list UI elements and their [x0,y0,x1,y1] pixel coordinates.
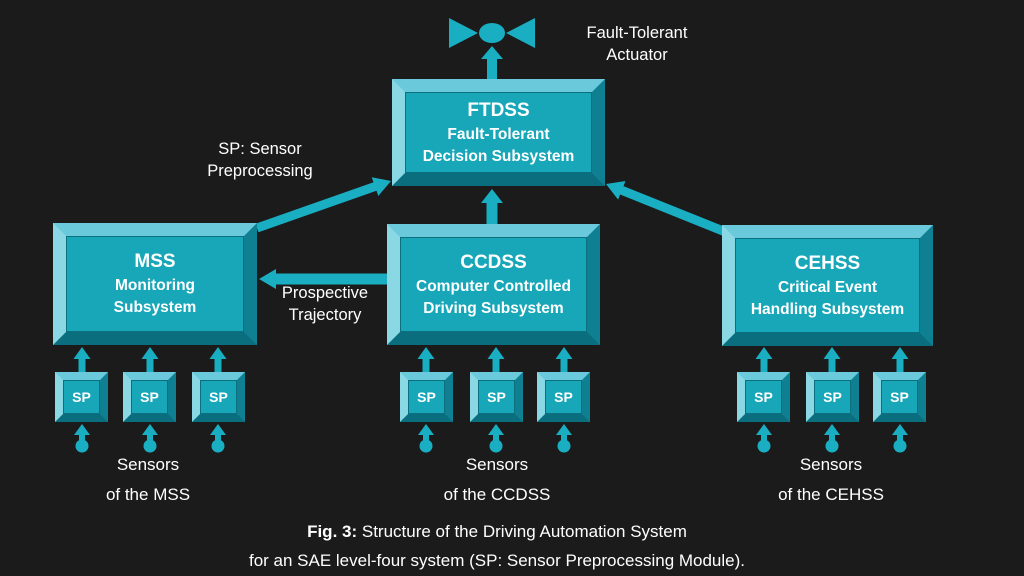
mss-name-line2: Subsystem [113,299,197,316]
ccdss-name-line1: Computer Controlled [416,277,571,295]
arrow-sensor-up [418,424,434,445]
sensors-mss-label: Sensors of the MSS [63,450,233,510]
ccdss-name-line2: Driving Subsystem [423,299,564,317]
sensor-dot [489,439,503,453]
arrow-ccdss-to-ftdss [481,189,503,224]
cehss-name-line1: Critical Event [777,278,878,296]
figure-caption: Fig. 3: Structure of the Driving Automat… [147,517,847,575]
sensors-mss-line2: of the MSS [105,485,191,504]
sensors-ccdss-line2: of the CCDSS [443,485,551,504]
cehss-name-line2: Handling Subsystem [750,300,905,318]
actuator-label-line1: Fault-Tolerant [586,24,688,42]
sp-box: SP [55,372,108,422]
sp-box: SP [123,372,176,422]
arrow-sensor-up [756,424,772,445]
arrow-sp-up [417,347,435,373]
sp-box: SP [737,372,790,422]
ftdss-name-line2: Decision Subsystem [422,147,575,165]
sensors-cehss-label: Sensors of the CEHSS [746,450,916,510]
cehss-box: CEHSS Critical Event Handling Subsystem [722,225,933,346]
sp-to-subsystem-arrows [73,347,909,373]
ftdss-acronym: FTDSS [467,99,530,121]
prospective-trajectory-label: Prospective Trajectory [250,283,400,326]
arrow-mss-to-ftdss [255,177,391,233]
ccdss-acronym: CCDSS [460,251,527,273]
sp-box: SP [806,372,859,422]
ftdss-name-line1: Fault-Tolerant [447,125,550,143]
sensors-cehss-line2: of the CEHSS [778,485,884,504]
arrow-ftdss-to-actuator [481,46,503,80]
caption-line1: Fig. 3: Structure of the Driving Automat… [147,517,847,546]
sensor-dot [757,439,771,453]
sensors-ccdss-line1: Sensors [465,455,529,474]
arrow-sensor-up [488,424,504,445]
sp-box: SP [537,372,590,422]
arrow-sp-up [891,347,909,373]
sp-box: SP [400,372,453,422]
sensor-dot [825,439,839,453]
arrow-sp-up [141,347,159,373]
sensor-dot [143,439,157,453]
sp-box: SP [470,372,523,422]
sp-legend-line1: SP: Sensor [218,140,302,158]
arrow-sp-up [487,347,505,373]
sensors-ccdss-label: Sensors of the CCDSS [412,450,582,510]
sensor-dot [893,439,907,453]
caption-fig-label: Fig. 3: [307,522,358,541]
sensor-to-sp-arrows [74,424,908,445]
actuator-label-line2: Actuator [606,45,668,64]
mss-box: MSS Monitoring Subsystem [53,223,257,345]
arrow-sp-up [555,347,573,373]
sensor-dot [211,439,225,453]
arrow-sensor-up [824,424,840,445]
actuator-label: Fault-Tolerant Actuator [562,23,712,66]
arrow-sensor-up [210,424,226,445]
sp-box: SP [873,372,926,422]
sensor-dots [75,439,907,453]
ccdss-box: CCDSS Computer Controlled Driving Subsys… [387,224,600,345]
caption-line1-text: Structure of the Driving Automation Syst… [357,522,687,541]
mss-name-line1: Monitoring [114,277,196,294]
cehss-acronym: CEHSS [794,252,861,274]
arrow-sp-up [823,347,841,373]
arrow-sensor-up [892,424,908,445]
fault-tolerant-actuator-icon [449,18,535,48]
trajectory-label-line2: Trajectory [288,305,362,324]
arrow-sp-up [755,347,773,373]
arrow-sensor-up [74,424,90,445]
caption-line2: for an SAE level-four system (SP: Sensor… [248,551,746,570]
sp-legend-label: SP: Sensor Preprocessing [185,139,335,182]
sp-box: SP [192,372,245,422]
sensor-dot [75,439,89,453]
arrow-cehss-to-ftdss [606,181,730,238]
sensors-mss-line1: Sensors [116,455,180,474]
arrow-ccdss-to-mss-prospective-trajectory [259,269,387,289]
arrow-sp-up [209,347,227,373]
sensors-cehss-line1: Sensors [799,455,863,474]
sensor-dot [557,439,571,453]
sp-legend-line2: Preprocessing [207,161,313,180]
ftdss-box: FTDSS Fault-Tolerant Decision Subsystem [392,79,605,186]
mss-acronym: MSS [134,251,176,272]
sensor-dot [419,439,433,453]
arrow-sensor-up [142,424,158,445]
arrow-sensor-up [556,424,572,445]
arrow-sp-up [73,347,91,373]
trajectory-label-line1: Prospective [281,284,369,302]
